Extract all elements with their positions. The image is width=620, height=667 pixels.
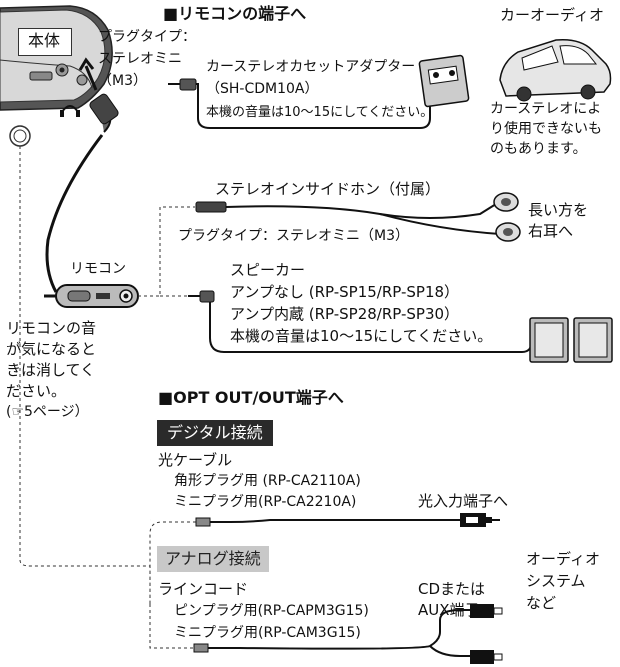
optical-cable-title: 光ケーブル — [158, 451, 233, 469]
plug-type-top-line1: プラグタイプ： — [98, 29, 196, 45]
speaker-no-amp: アンプなし (RP-SP15/RP-SP18） — [230, 283, 460, 301]
cassette-adapter-illustration — [418, 54, 470, 108]
strap-ring-icon — [9, 125, 31, 147]
remote-note-line4: ださい。 — [6, 382, 67, 400]
dashed-connectors — [19, 146, 196, 649]
car-note-line2: り使用できないも — [490, 121, 602, 137]
main-unit-illustration — [0, 5, 113, 111]
cassette-adapter-model: （SH-CDM10A） — [206, 81, 319, 97]
speaker-with-amp: アンプ内蔵 (RP-SP28/RP-SP30） — [230, 305, 460, 323]
body-label-box — [18, 28, 72, 56]
line-cord — [193, 604, 503, 664]
plug-type-top-line3: （M3） — [98, 73, 147, 89]
audio-system-line1: オーディオ — [526, 550, 600, 568]
speaker-note: 本機の音量は10～15にしてください。 — [230, 327, 493, 345]
audio-system-line2: システム — [526, 572, 586, 590]
speakers-illustration — [529, 317, 613, 363]
car-note-line1: カーステレオによ — [490, 101, 602, 117]
inside-phone-label: ステレオインサイドホン（付属） — [215, 180, 441, 198]
car-audio-label: カーオーディオ — [500, 6, 604, 24]
optical-cable — [195, 513, 500, 527]
digital-connection-header: デジタル接続 — [157, 420, 273, 446]
long-side-line2: 右耳へ — [528, 222, 574, 240]
speaker-title: スピーカー — [230, 261, 306, 279]
optical-mini-plug: ミニプラグ用(RP-CA2210A) — [174, 494, 357, 510]
line-cord-title: ラインコード — [158, 580, 249, 598]
section-opt-title: ■OPT OUT/OUT端子へ — [158, 388, 344, 407]
long-side-line1: 長い方を — [528, 201, 589, 219]
up-arrow-icon — [84, 65, 98, 91]
audio-system-line3: など — [526, 594, 557, 612]
analog-connection-header: アナログ接続 — [157, 546, 269, 572]
car-illustration — [499, 38, 612, 102]
section-remote-title: ■リモコンの端子へ — [163, 4, 307, 23]
plug-type-mid: プラグタイプ：ステレオミニ（M3） — [178, 228, 409, 244]
earphone-cable — [195, 201, 501, 235]
headphone-icon — [60, 105, 80, 117]
cassette-adapter-name: カーステレオカセットアダプター — [206, 59, 416, 75]
cd-aux-line1: CDまたは — [418, 580, 486, 598]
remote-cable — [45, 93, 119, 293]
earbud-icon — [493, 192, 521, 242]
optical-input-label: 光入力端子へ — [418, 492, 509, 510]
line-cord-mini: ミニプラグ用(RP-CAM3G15) — [174, 625, 361, 641]
remote-control-illustration — [44, 284, 139, 308]
mini-plug-cassette — [168, 78, 431, 129]
optical-square-plug: 角形プラグ用 (RP-CA2110A) — [174, 473, 361, 489]
line-cord-pin: ピンプラグ用(RP-CAPM3G15) — [174, 603, 369, 619]
cd-aux-line2: AUX端子へ — [418, 601, 495, 619]
remote-note-line5: (☞5ページ） — [6, 404, 89, 420]
body-label: 本体 — [28, 31, 61, 50]
cassette-adapter-note: 本機の音量は10～15にしてください。 — [206, 105, 434, 120]
remote-note-line3: きは消してく — [6, 361, 96, 379]
car-note-line3: のもあります。 — [490, 141, 587, 157]
remote-note-line1: リモコンの音 — [6, 319, 97, 337]
remote-label: リモコン — [70, 261, 126, 277]
plug-type-top-line2: ステレオミニ — [98, 51, 182, 67]
remote-note-line2: が気になると — [6, 340, 97, 358]
